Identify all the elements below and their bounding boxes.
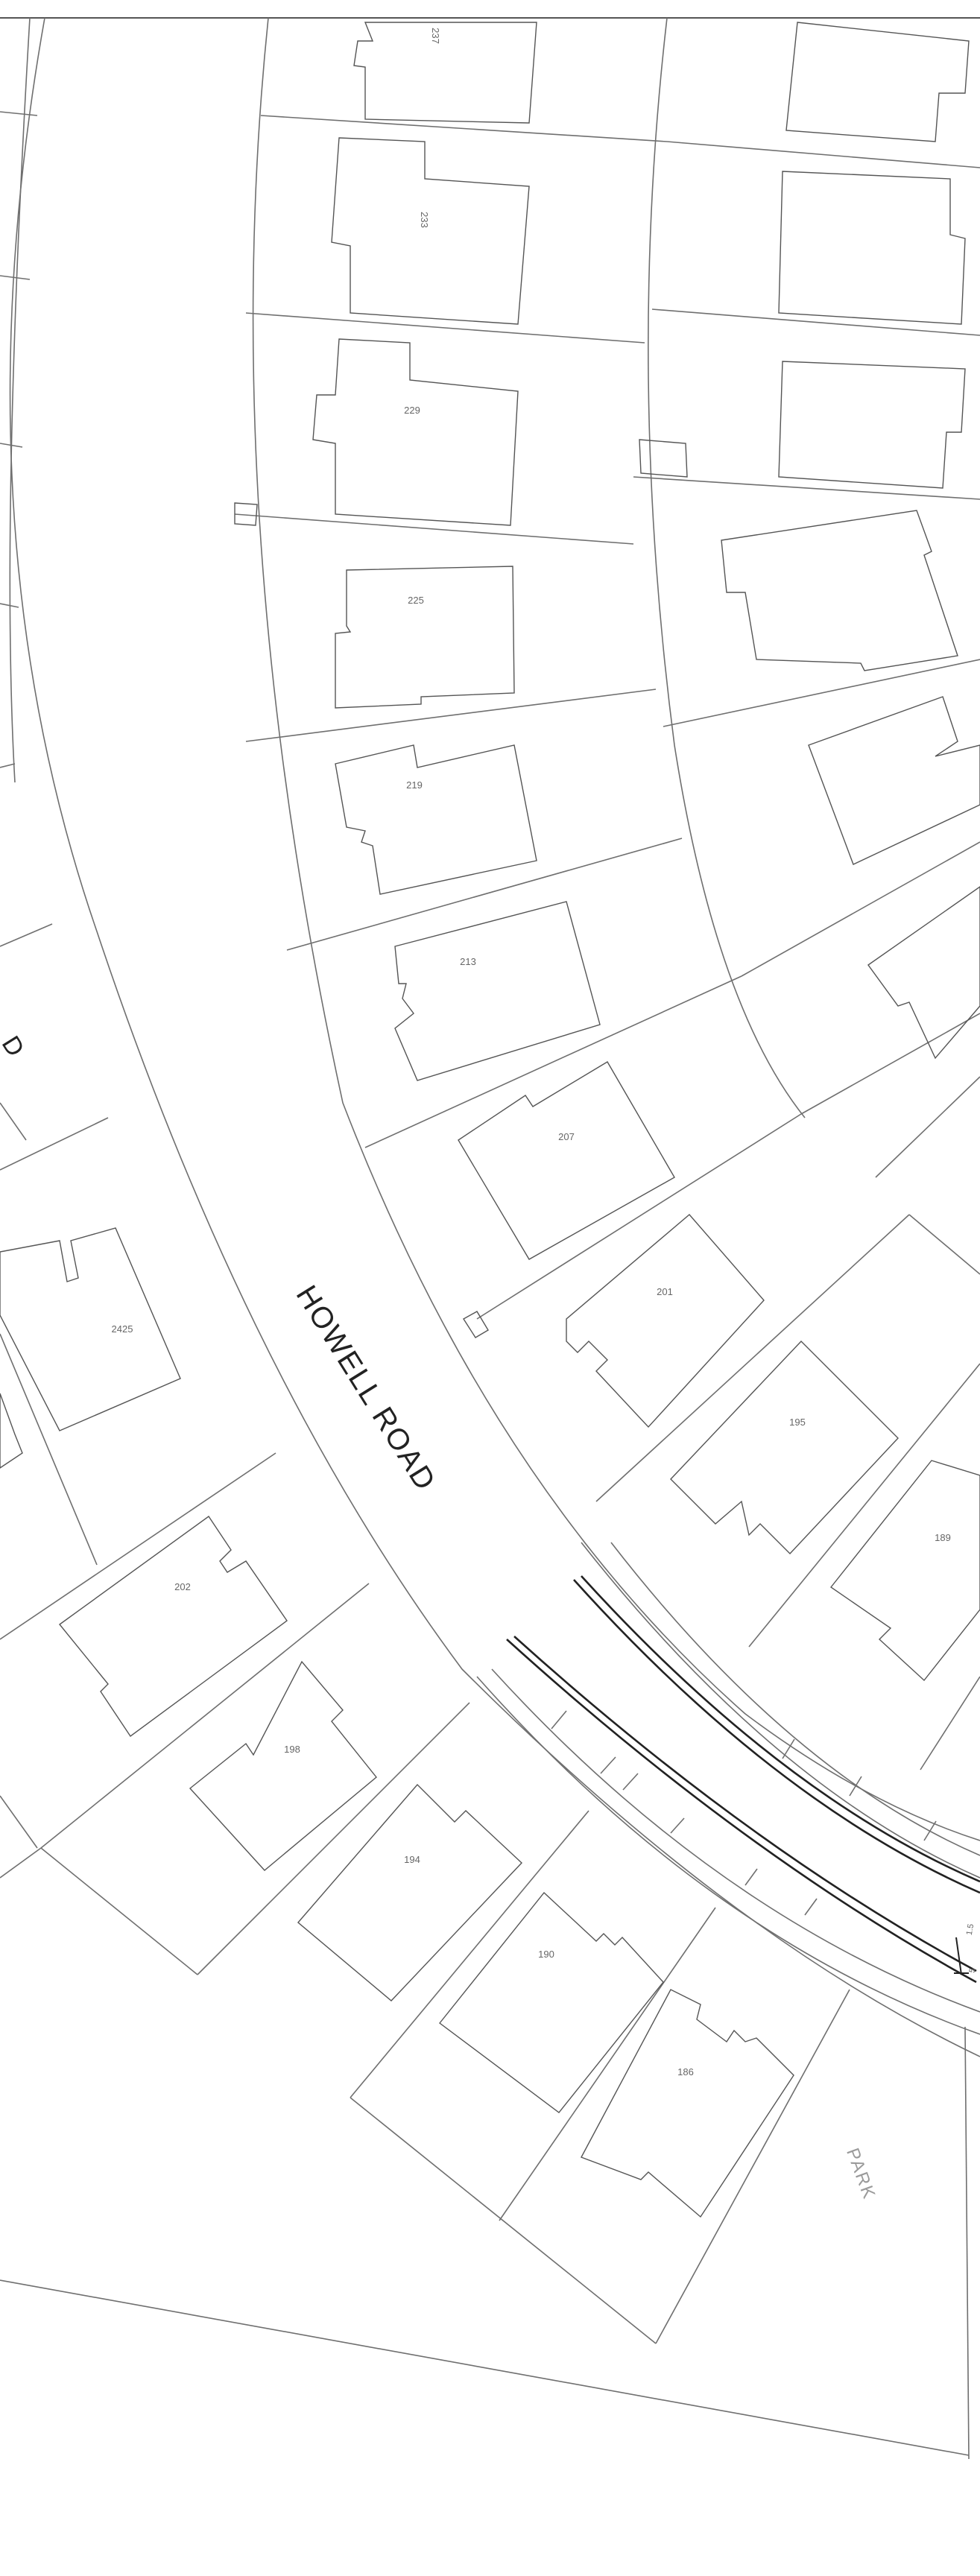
lot-label-201: 201 <box>657 1286 673 1297</box>
lot-label-207: 207 <box>558 1131 575 1142</box>
lot-label-2425: 2425 <box>112 1323 133 1335</box>
lot-label-219: 219 <box>406 779 423 791</box>
edge-road-label-partial: D <box>0 1031 30 1062</box>
lot-label-233: 233 <box>419 212 430 228</box>
lot-label-195: 195 <box>789 1417 806 1428</box>
park-label: PARK <box>842 2145 879 2202</box>
lot-number-labels: 237 233 229 225 219 213 207 201 195 189 … <box>112 28 951 2077</box>
road-label-howell-road: HOWELL ROAD <box>290 1279 443 1496</box>
lot-label-202: 202 <box>174 1581 191 1592</box>
walkway <box>506 1575 980 1984</box>
lot-lines <box>0 111 980 2460</box>
lot-label-189: 189 <box>935 1532 951 1543</box>
lot-label-194: 194 <box>404 1854 420 1865</box>
lot-label-237: 237 <box>430 28 441 44</box>
lot-label-213: 213 <box>460 956 476 967</box>
building-footprints <box>0 22 980 2218</box>
lot-label-186: 186 <box>677 2066 694 2077</box>
lot-label-225: 225 <box>408 595 424 606</box>
lot-label-198: 198 <box>284 1744 300 1755</box>
lot-label-190: 190 <box>538 1949 554 1960</box>
lot-label-229: 229 <box>404 405 420 416</box>
dimension-label-1: 1.5 <box>965 1923 976 1936</box>
road-boundaries <box>9 17 980 2057</box>
dimension-label-2: 5 <box>968 1967 978 1973</box>
